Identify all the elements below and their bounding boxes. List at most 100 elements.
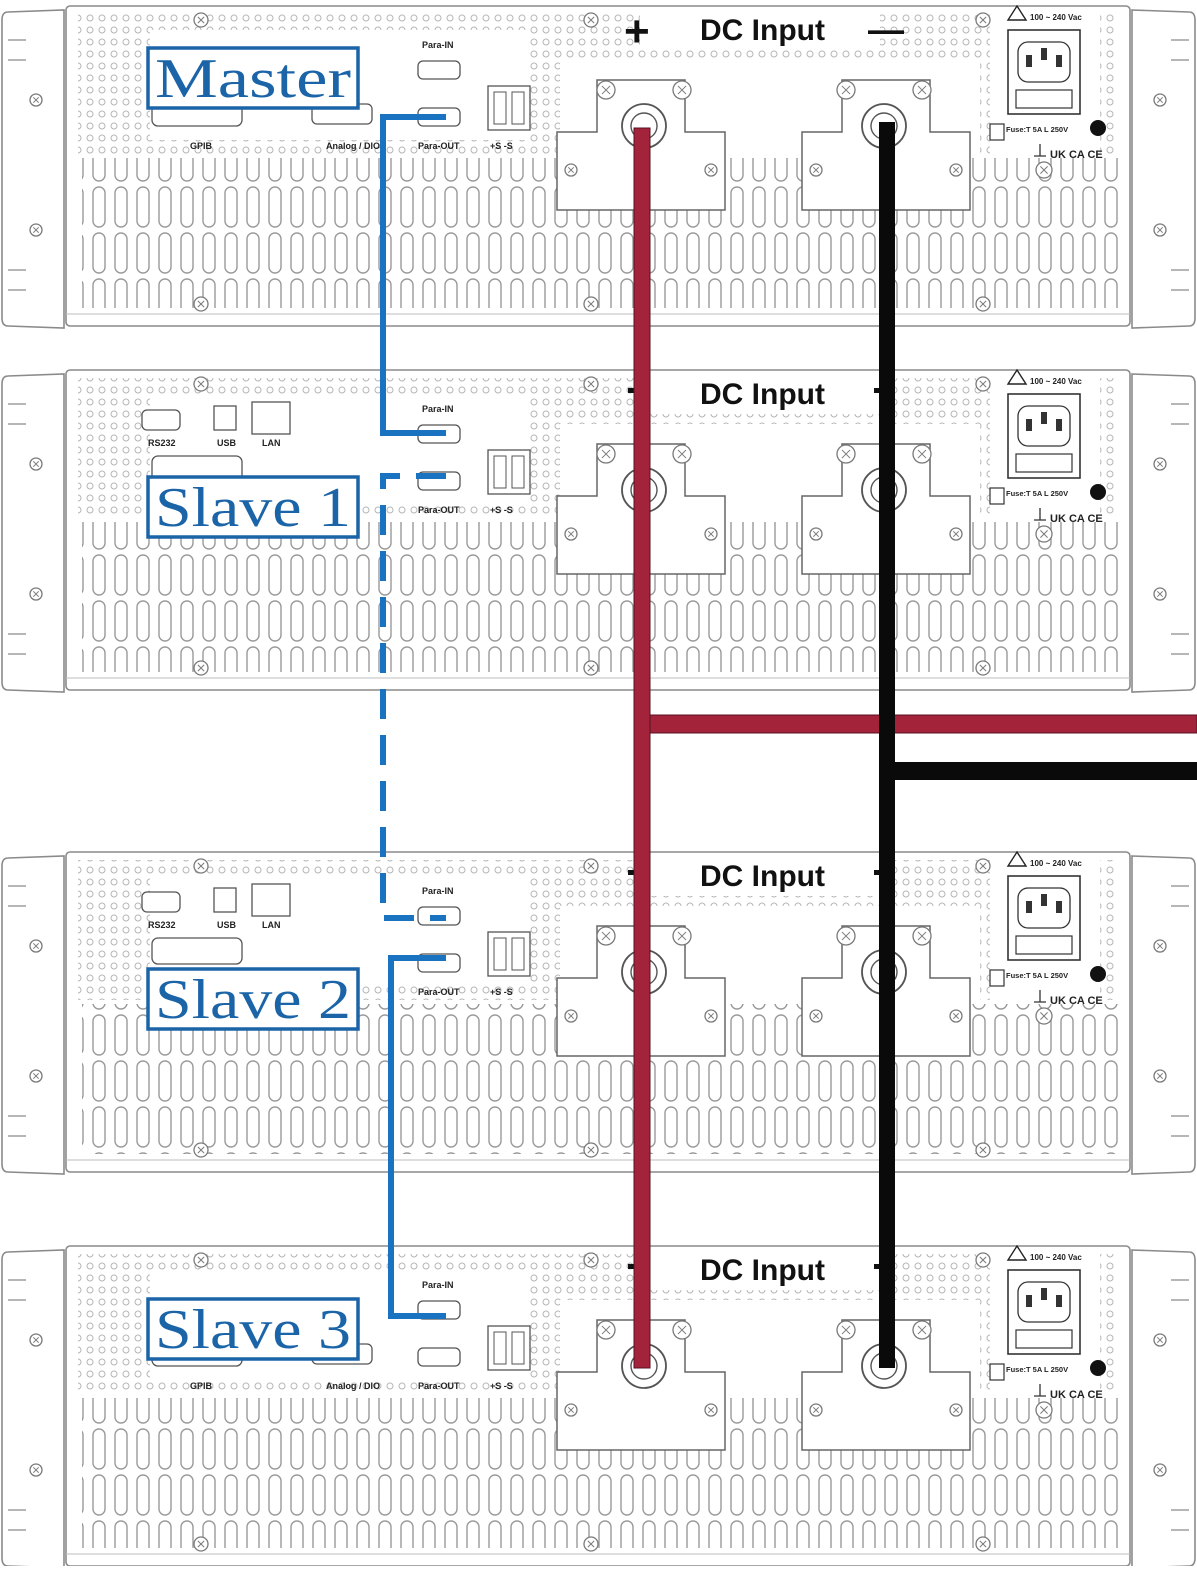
fuse-label: Fuse:T 5A L 250V	[1006, 489, 1068, 498]
sense-pin	[512, 1332, 524, 1364]
rs232-connector	[142, 410, 180, 430]
rack-ear-left	[2, 374, 64, 692]
rating-badge-icon	[1090, 1360, 1106, 1376]
ac-pin	[1026, 419, 1032, 431]
unit-name-label: Master	[155, 48, 351, 110]
ac-pin	[1056, 55, 1062, 67]
interface-label-usb: USB	[217, 438, 237, 448]
rack-ear-left	[2, 856, 64, 1174]
para-out-label: Para-OUT	[418, 505, 460, 515]
sense-pin	[512, 938, 524, 970]
para-in-label: Para-IN	[422, 886, 454, 896]
plus-sign: +	[624, 7, 650, 56]
gpib-connector	[152, 938, 242, 964]
rack-ear-right	[1132, 10, 1195, 328]
rs232-connector	[142, 892, 180, 912]
unit-name-label: Slave 1	[155, 477, 351, 539]
dc-input-label: DC Input	[700, 860, 825, 893]
sense-pin	[494, 938, 506, 970]
para-in-label: Para-IN	[422, 40, 454, 50]
fuse-drawer	[1016, 936, 1072, 954]
unit-panel: GPIB Analog / DIO Para-IN Para-OUT +S -S DC I…	[2, 1246, 1195, 1566]
ac-rating-label: 100 ~ 240 Vac	[1030, 13, 1082, 22]
positive-bus-cable	[634, 128, 650, 1368]
para-out-label: Para-OUT	[418, 141, 460, 151]
ac-pin	[1041, 412, 1047, 424]
rating-badge-icon	[1090, 966, 1106, 982]
unit-name-box: Master	[148, 48, 358, 110]
para-in-label: Para-IN	[422, 1280, 454, 1290]
ac-pin	[1026, 1295, 1032, 1307]
para-in-connector	[418, 61, 460, 79]
para-out-label: Para-OUT	[418, 1381, 460, 1391]
sense-label: +S -S	[490, 1381, 513, 1391]
certification-marks: UK CA CE	[1050, 513, 1103, 525]
usb-connector	[214, 406, 236, 430]
unit-name-box: Slave 3	[148, 1299, 358, 1361]
certification-marks: UK CA CE	[1050, 995, 1103, 1007]
sense-pin	[512, 456, 524, 488]
ac-pin	[1041, 48, 1047, 60]
rack-ear-left	[2, 10, 64, 328]
interface-label-analog-dio: Analog / DIO	[326, 1381, 380, 1391]
sense-pin	[494, 92, 506, 124]
rating-badge-icon	[1090, 484, 1106, 500]
sense-pin	[512, 92, 524, 124]
usb-connector	[214, 888, 236, 912]
fuse-label: Fuse:T 5A L 250V	[1006, 1365, 1068, 1374]
minus-sign: —	[868, 9, 904, 50]
fuse-label: Fuse:T 5A L 250V	[1006, 125, 1068, 134]
ac-pin	[1041, 894, 1047, 906]
interface-label-analog-dio: Analog / DIO	[326, 141, 380, 151]
sense-label: +S -S	[490, 141, 513, 151]
lan-connector	[252, 884, 290, 916]
para-out-connector	[418, 1348, 460, 1366]
interface-label-usb: USB	[217, 920, 237, 930]
para-in-label: Para-IN	[422, 404, 454, 414]
rack-ear-right	[1132, 374, 1195, 692]
fuse-label: Fuse:T 5A L 250V	[1006, 971, 1068, 980]
certification-marks: UK CA CE	[1050, 1389, 1103, 1401]
sense-pin	[494, 456, 506, 488]
ac-rating-label: 100 ~ 240 Vac	[1030, 1253, 1082, 1262]
positive-output-cable	[650, 715, 1197, 733]
ac-pin	[1041, 1288, 1047, 1300]
certification-marks: UK CA CE	[1050, 149, 1103, 161]
negative-output-cable	[895, 762, 1197, 780]
ac-pin	[1026, 55, 1032, 67]
unit-name-label: Slave 3	[155, 1299, 351, 1361]
ac-pin	[1056, 419, 1062, 431]
ac-pin	[1056, 1295, 1062, 1307]
interface-label-rs232: RS232	[148, 920, 176, 930]
rack-ear-right	[1132, 856, 1195, 1174]
dc-input-label: DC Input	[700, 1254, 825, 1287]
ac-pin	[1056, 901, 1062, 913]
interface-label-gpib: GPIB	[190, 1381, 213, 1391]
fuse-drawer	[1016, 1330, 1072, 1348]
lan-connector	[252, 402, 290, 434]
ac-rating-label: 100 ~ 240 Vac	[1030, 377, 1082, 386]
ac-pin	[1026, 901, 1032, 913]
interface-label-gpib: GPIB	[190, 141, 213, 151]
interface-label-rs232: RS232	[148, 438, 176, 448]
rack-ear-right	[1132, 1250, 1195, 1566]
unit-name-label: Slave 2	[155, 969, 351, 1031]
interface-label-lan: LAN	[262, 438, 281, 448]
unit-name-box: Slave 1	[148, 477, 358, 539]
rack-ear-left	[2, 1250, 64, 1566]
fuse-drawer	[1016, 454, 1072, 472]
dc-input-label: DC Input	[700, 14, 825, 47]
negative-bus-cable	[879, 122, 895, 1368]
sense-pin	[494, 1332, 506, 1364]
interface-label-lan: LAN	[262, 920, 281, 930]
dc-input-label: DC Input	[700, 378, 825, 411]
para-out-label: Para-OUT	[418, 987, 460, 997]
unit-name-box: Slave 2	[148, 969, 358, 1031]
fuse-drawer	[1016, 90, 1072, 108]
ac-rating-label: 100 ~ 240 Vac	[1030, 859, 1082, 868]
sense-label: +S -S	[490, 505, 513, 515]
rating-badge-icon	[1090, 120, 1106, 136]
sense-label: +S -S	[490, 987, 513, 997]
